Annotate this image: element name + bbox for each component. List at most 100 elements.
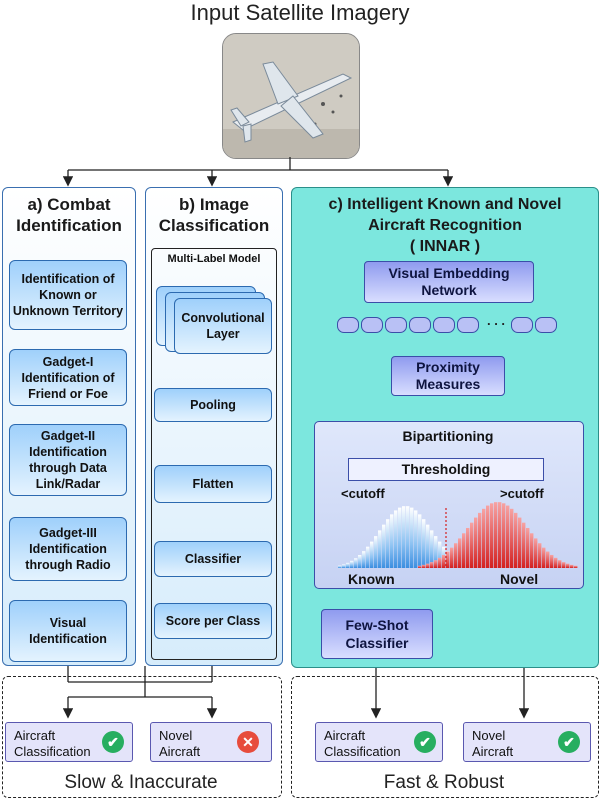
- histogram-bar: [502, 503, 506, 568]
- embedding-cell: [385, 317, 407, 333]
- step-territory: Identification of Known or Unknown Terri…: [9, 260, 127, 330]
- histogram-bar: [426, 524, 430, 568]
- histogram-bar: [478, 512, 482, 568]
- histogram-bar: [394, 510, 398, 568]
- embedding-vector: . . .: [337, 313, 567, 333]
- histogram-bar: [354, 558, 358, 568]
- convolutional-layer: Convolutional Layer: [174, 298, 272, 354]
- histogram-bar: [338, 565, 342, 568]
- histogram-bar: [470, 522, 474, 568]
- bipartitioning-title: Bipartitioning: [402, 428, 494, 444]
- innar-title-line1: c) Intelligent Known and Novel: [328, 196, 562, 213]
- novel-label: Novel: [500, 571, 539, 587]
- histogram-bar: [434, 536, 438, 568]
- footer-slow-inaccurate: Slow & Inaccurate: [64, 772, 218, 793]
- embedding-cell: [409, 317, 431, 333]
- histogram-bar: [418, 514, 422, 568]
- histogram-bar: [398, 507, 402, 568]
- histogram-bar: [446, 551, 450, 568]
- embedding-cell: [337, 317, 359, 333]
- histogram-bar: [534, 538, 538, 568]
- histogram-bar: [498, 502, 502, 568]
- satellite-image: [222, 33, 360, 159]
- histogram-bar: [542, 547, 546, 568]
- histogram-bar: [346, 562, 350, 568]
- histogram-bar: [410, 507, 414, 568]
- image-title-line1: b) Image: [179, 195, 249, 214]
- histogram-bar: [402, 506, 406, 568]
- histogram-bar: [522, 522, 526, 568]
- lt-cutoff-label: <cutoff: [341, 486, 385, 501]
- histogram-bar: [458, 538, 462, 568]
- left-results-group: [2, 676, 282, 798]
- score-per-class-box: Score per Class: [154, 603, 272, 639]
- known-label: Known: [348, 571, 395, 587]
- histogram-bar: [438, 557, 442, 568]
- histogram-bar: [434, 560, 438, 568]
- histogram-bar: [390, 514, 394, 568]
- histogram-bar: [490, 503, 494, 568]
- step-gadget-2: Gadget-II Identification through Data Li…: [9, 424, 127, 496]
- histogram-bar: [514, 512, 518, 568]
- histogram-bar: [510, 508, 514, 568]
- few-shot-classifier: Few-Shot Classifier: [321, 609, 433, 659]
- histogram-bar: [414, 510, 418, 568]
- histogram-bar: [430, 530, 434, 568]
- histogram-bar: [350, 560, 354, 568]
- histogram-bar: [486, 505, 490, 568]
- histogram-bar: [574, 565, 578, 568]
- histogram-bar: [462, 533, 466, 568]
- histogram-bar: [570, 564, 574, 568]
- visual-embedding-network: Visual Embedding Network: [364, 261, 534, 303]
- right-results-group: [291, 676, 599, 798]
- histogram-bar: [538, 543, 542, 568]
- histogram-bar: [518, 517, 522, 568]
- histogram-bar: [378, 530, 382, 568]
- histogram-bar: [370, 541, 374, 568]
- histogram-bar: [474, 517, 478, 568]
- innar-title-line2: Aircraft Recognition: [368, 217, 522, 234]
- histogram-bar: [426, 563, 430, 568]
- page-title: Input Satellite Imagery: [190, 0, 410, 25]
- histogram-bar: [382, 524, 386, 568]
- histogram-bar: [550, 554, 554, 568]
- histogram-bar: [482, 508, 486, 568]
- step-gadget-3: Gadget-III Identification through Radio: [9, 517, 127, 581]
- histogram-bar: [422, 519, 426, 568]
- histogram-bar: [430, 562, 434, 568]
- histogram-bar: [374, 536, 378, 568]
- known-distribution: [338, 506, 458, 568]
- combat-title-line2: Identification: [16, 216, 122, 235]
- histogram-bar: [422, 564, 426, 568]
- image-classification-panel: [145, 187, 283, 666]
- cross-icon: ✕: [237, 731, 259, 753]
- embedding-cell: [511, 317, 533, 333]
- check-icon: ✔: [414, 731, 436, 753]
- histogram-bar: [454, 543, 458, 568]
- check-icon: ✔: [558, 731, 580, 753]
- embedding-cell: [361, 317, 383, 333]
- embedding-cell: [433, 317, 455, 333]
- histogram-bar: [530, 533, 534, 568]
- thresholding-box: Thresholding: [348, 458, 544, 481]
- innar-title-line3: ( INNAR ): [409, 238, 481, 255]
- histogram-bar: [450, 547, 454, 568]
- result-label: Novel Aircraft: [472, 728, 514, 759]
- histogram-bar: [562, 562, 566, 568]
- histogram-bar: [566, 563, 570, 568]
- histogram-bar: [506, 505, 510, 568]
- histogram-bar: [362, 551, 366, 568]
- aircraft-icon: [223, 34, 359, 158]
- image-classification-title: b) Image Classification: [145, 194, 283, 236]
- image-title-line2: Classification: [158, 216, 270, 235]
- multi-label-model-frame: [151, 248, 277, 660]
- novel-distribution: [418, 502, 578, 568]
- footer-fast-robust: Fast & Robust: [383, 772, 505, 793]
- histogram-bar: [418, 565, 422, 568]
- right-aircraft-classification: Aircraft Classification: [315, 722, 443, 762]
- embedding-cell: [535, 317, 557, 333]
- combat-identification-title: a) Combat Identification: [2, 194, 136, 236]
- result-label: Aircraft Classification: [324, 728, 401, 759]
- result-label: Novel Aircraft: [159, 728, 201, 759]
